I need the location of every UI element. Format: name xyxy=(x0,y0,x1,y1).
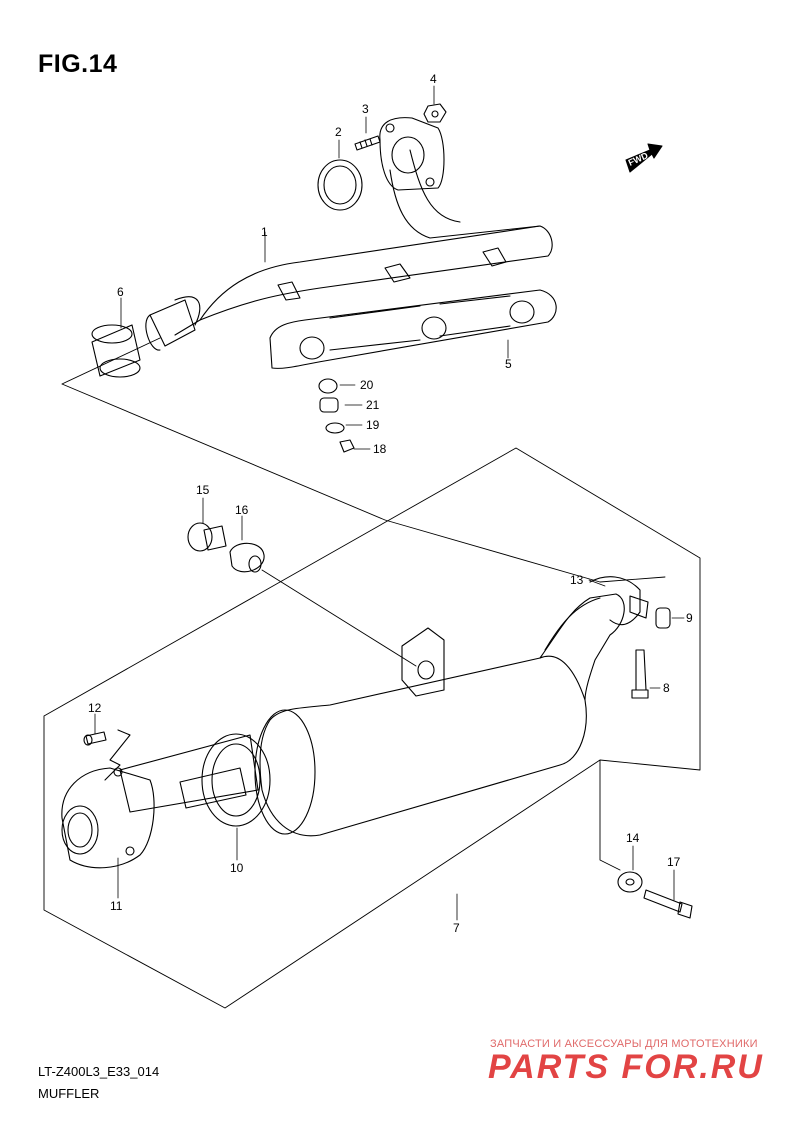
callout-19: 19 xyxy=(366,418,380,432)
fwd-arrow-icon xyxy=(625,143,663,173)
callout-12: 12 xyxy=(88,701,102,715)
callout-17: 17 xyxy=(667,855,681,869)
callout-6: 6 xyxy=(117,285,124,299)
exhaust-pipe-drawing xyxy=(145,117,553,351)
callout-14: 14 xyxy=(626,831,640,845)
section-name: MUFFLER xyxy=(38,1086,100,1101)
callout-13: 13 xyxy=(570,573,584,587)
collar-leader-line xyxy=(261,569,417,667)
gasket-ring-drawing xyxy=(317,159,363,211)
end-cap-drawing xyxy=(61,729,155,869)
stud-bolt-drawing xyxy=(354,135,381,151)
callout-4: 4 xyxy=(430,72,437,86)
watermark-brand: PARTS FOR.RU xyxy=(488,1048,764,1086)
nut-drawing xyxy=(423,103,447,123)
clamp-hardware-drawing xyxy=(589,576,671,699)
callout-7: 7 xyxy=(453,921,460,935)
callout-8: 8 xyxy=(663,681,670,695)
mount-hardware-drawing xyxy=(617,871,693,919)
callout-15: 15 xyxy=(196,483,210,497)
callout-10: 10 xyxy=(230,861,244,875)
callout-21: 21 xyxy=(366,398,380,412)
heat-shield-drawing xyxy=(269,289,557,369)
callout-2: 2 xyxy=(335,125,342,139)
muffler-assembly-outline xyxy=(43,447,701,1009)
callout-16: 16 xyxy=(235,503,249,517)
figure-title: FIG.14 xyxy=(38,50,118,78)
screw-drawing xyxy=(83,731,107,746)
model-code: LT-Z400L3_E33_014 xyxy=(38,1064,160,1079)
pipe-seal-drawing xyxy=(91,324,141,378)
collar-cushion-drawing xyxy=(187,522,265,573)
muffler-drawing xyxy=(119,593,625,837)
shield-fasteners-drawing xyxy=(318,378,355,453)
callout-18: 18 xyxy=(373,442,387,456)
callout-1: 1 xyxy=(261,225,268,239)
callout-11: 11 xyxy=(110,899,123,913)
watermark-tagline: ЗАПЧАСТИ И АКСЕССУАРЫ ДЛЯ МОТОТЕХНИКИ xyxy=(490,1038,758,1050)
callout-20: 20 xyxy=(360,378,374,392)
upper-assembly-outline xyxy=(61,337,666,583)
callout-5: 5 xyxy=(505,357,512,371)
callout-leaders xyxy=(94,85,685,921)
callout-9: 9 xyxy=(686,611,693,625)
callout-3: 3 xyxy=(362,102,369,116)
